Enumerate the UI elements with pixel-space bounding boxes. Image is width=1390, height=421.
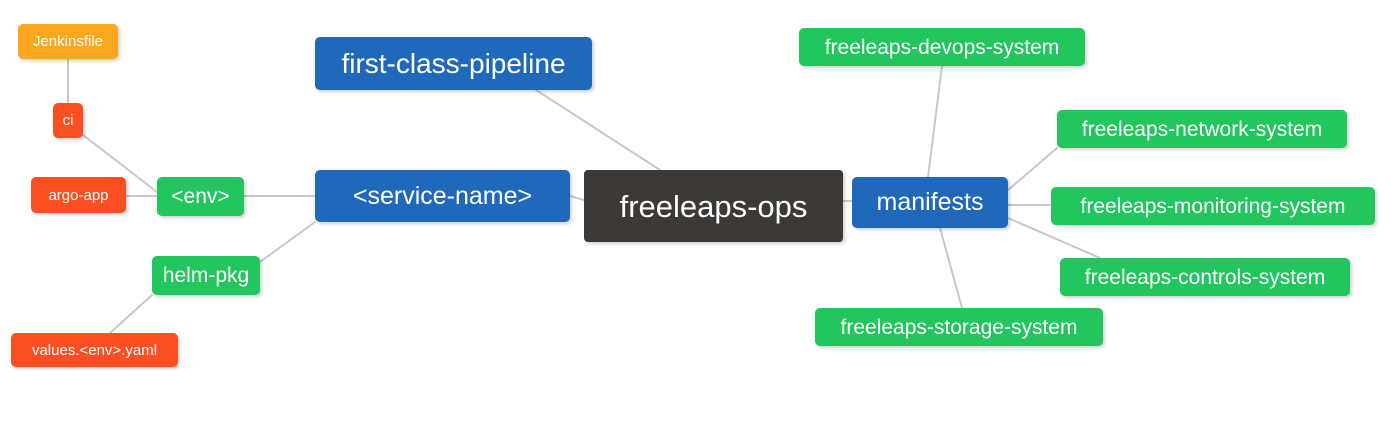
node-freeleaps-network-system[interactable]: freeleaps-network-system: [1057, 110, 1347, 148]
edge-manifests-to-freeleaps-network-system: [1007, 147, 1058, 191]
node-label: manifests: [876, 188, 984, 216]
edge-manifests-to-freeleaps-devops-system: [927, 65, 943, 178]
node-label: helm-pkg: [162, 264, 250, 287]
node-label: Jenkinsfile: [32, 33, 104, 50]
edge-service-name-to-freeleaps-ops: [569, 195, 585, 201]
node-label: ci: [62, 112, 74, 129]
node-label: freeleaps-ops: [619, 188, 808, 224]
node-jenkinsfile[interactable]: Jenkinsfile: [18, 24, 118, 59]
node-label: first-class-pipeline: [341, 47, 566, 79]
node-label: freeleaps-network-system: [1081, 117, 1323, 141]
node-label: freeleaps-monitoring-system: [1080, 194, 1346, 218]
node-ci[interactable]: ci: [53, 103, 83, 138]
node-label: freeleaps-controls-system: [1084, 265, 1326, 289]
edge-first-class-pipeline-to-freeleaps-ops: [535, 89, 661, 171]
edge-service-name-to-helm-pkg: [259, 221, 316, 263]
node-label: freeleaps-devops-system: [824, 35, 1060, 59]
node-freeleaps-monitoring-system[interactable]: freeleaps-monitoring-system: [1051, 187, 1375, 225]
node-manifests[interactable]: manifests: [852, 177, 1008, 228]
node-label: argo-app: [48, 186, 109, 204]
node-freeleaps-devops-system[interactable]: freeleaps-devops-system: [799, 28, 1085, 66]
node-first-class-pipeline[interactable]: first-class-pipeline: [315, 37, 592, 90]
node-env[interactable]: <env>: [157, 177, 244, 216]
node-service-name[interactable]: <service-name>: [315, 170, 570, 222]
node-label: <env>: [171, 185, 230, 208]
node-helm-pkg[interactable]: helm-pkg: [152, 256, 260, 295]
node-label: <service-name>: [352, 181, 533, 210]
node-freeleaps-storage-system[interactable]: freeleaps-storage-system: [815, 308, 1103, 346]
node-label: freeleaps-storage-system: [840, 315, 1078, 339]
edge-manifests-to-freeleaps-storage-system: [939, 227, 963, 309]
node-label: values.<env>.yaml: [31, 341, 158, 359]
node-freeleaps-ops[interactable]: freeleaps-ops: [584, 170, 843, 242]
node-freeleaps-controls-system[interactable]: freeleaps-controls-system: [1060, 258, 1350, 296]
node-argo-app[interactable]: argo-app: [31, 177, 126, 213]
node-values-yaml[interactable]: values.<env>.yaml: [11, 333, 178, 367]
edge-helm-pkg-to-values-yaml: [109, 294, 153, 334]
